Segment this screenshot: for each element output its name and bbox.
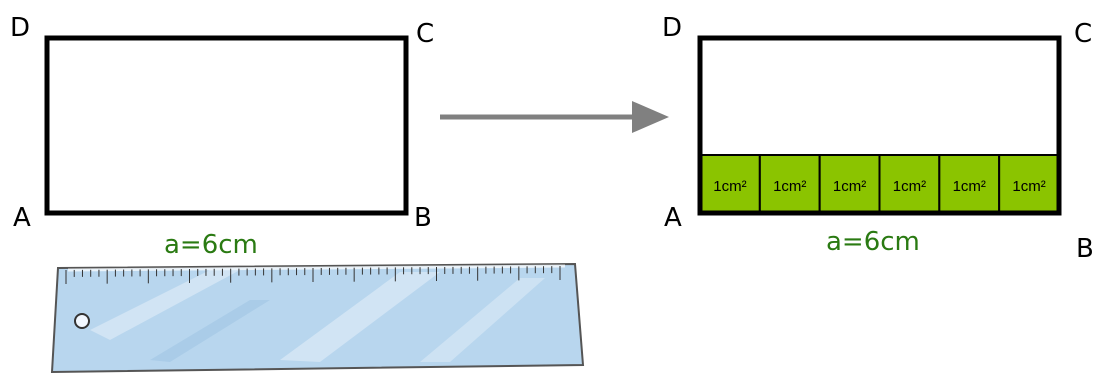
unit-square-label: 1cm² (773, 178, 806, 195)
right-vertex-d: D (662, 13, 682, 43)
unit-square (758, 154, 821, 214)
left-dimension-label: a=6cm (164, 230, 258, 260)
arrow-right-icon (440, 101, 669, 133)
left-vertex-d: D (10, 13, 30, 43)
right-rectangle (697, 35, 1062, 216)
ruler-hole (74, 313, 90, 329)
left-rectangle-figure: D C A B a=6cm (10, 13, 434, 260)
unit-square (998, 154, 1061, 214)
ruler-icon (50, 262, 585, 374)
left-rectangle (44, 35, 409, 216)
left-vertex-b: B (414, 203, 432, 233)
right-vertex-a: A (664, 203, 682, 233)
unit-square-label: 1cm² (833, 178, 866, 195)
unit-square-label: 1cm² (713, 178, 746, 195)
right-vertex-b: B (1076, 234, 1093, 264)
ruler-ticks (65, 266, 561, 284)
left-vertex-a: A (13, 203, 31, 233)
right-dimension-label: a=6cm (826, 227, 920, 257)
unit-square-label: 1cm² (1012, 178, 1045, 195)
unit-square-label: 1cm² (893, 178, 926, 195)
unit-squares-row: 1cm² 1cm² 1cm² 1cm² 1cm² 1cm² (699, 154, 1061, 214)
unit-square-label: 1cm² (953, 178, 986, 195)
unit-square (818, 154, 881, 214)
right-rectangle-figure: 1cm² 1cm² 1cm² 1cm² 1cm² 1cm² D C A B a=6cm (662, 13, 1093, 264)
right-vertex-c: C (1074, 19, 1092, 49)
left-vertex-c: C (416, 19, 434, 49)
